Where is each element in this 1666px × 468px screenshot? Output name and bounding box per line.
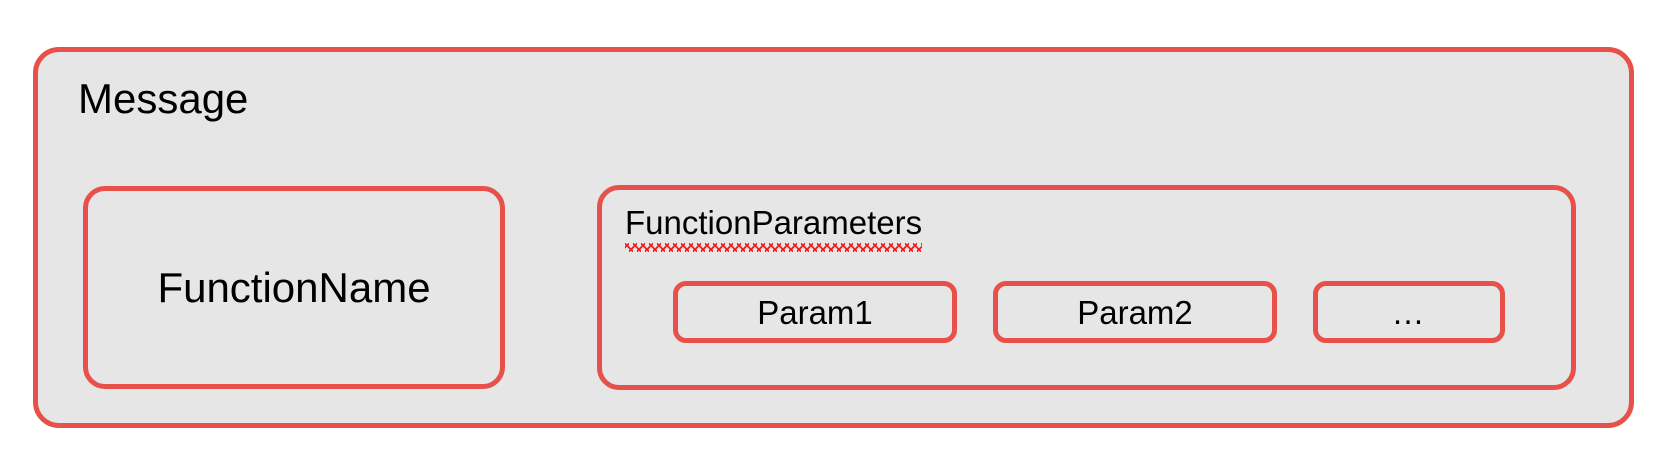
param-chip-2: Param2: [993, 281, 1277, 343]
param-chip-ellipsis-label: …: [1391, 293, 1427, 331]
parameter-chip-row: Param1 Param2 …: [673, 281, 1505, 343]
param-chip-1-label: Param1: [757, 293, 873, 331]
message-container: Message FunctionName FunctionParameters …: [33, 47, 1634, 428]
function-parameters-box: FunctionParameters Param1 Param2 …: [597, 185, 1576, 390]
function-parameters-label: FunctionParameters: [625, 204, 923, 241]
function-name-label: FunctionName: [157, 263, 431, 311]
param-chip-ellipsis: …: [1313, 281, 1505, 343]
function-name-box: FunctionName: [83, 186, 505, 389]
param-chip-1: Param1: [673, 281, 957, 343]
function-parameters-label-group: FunctionParameters: [625, 204, 923, 252]
param-chip-2-label: Param2: [1077, 293, 1193, 331]
spellcheck-squiggle-underline: [625, 242, 923, 252]
message-label: Message: [78, 75, 249, 122]
